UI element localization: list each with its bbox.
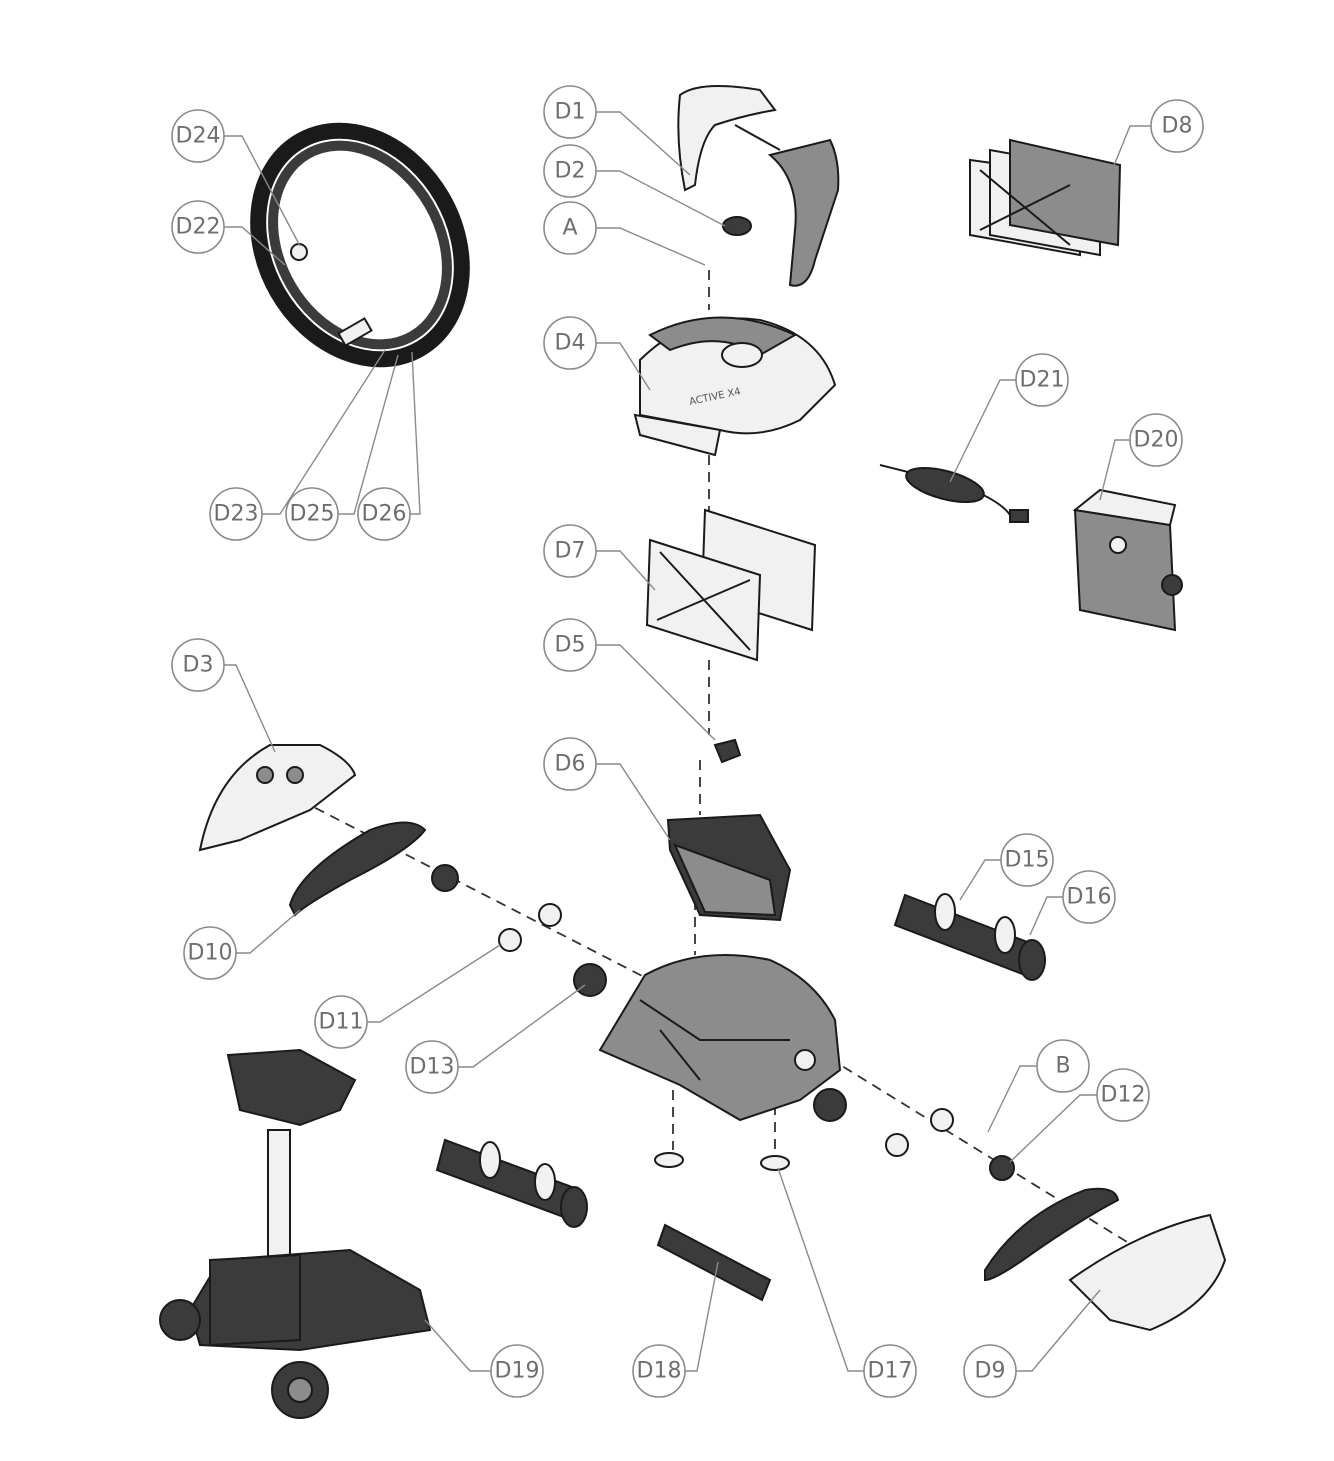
- svg-text:D17: D17: [868, 1359, 913, 1384]
- side-cover-right-part: [1068, 1213, 1227, 1332]
- svg-text:D22: D22: [176, 215, 221, 240]
- svg-text:D10: D10: [188, 941, 233, 966]
- svg-text:D1: D1: [555, 100, 586, 125]
- svg-text:D2: D2: [555, 159, 586, 184]
- impeller-part: [713, 738, 742, 764]
- svg-text:D7: D7: [555, 539, 586, 564]
- side-cover-left-part: [198, 744, 357, 852]
- svg-text:D3: D3: [183, 653, 214, 678]
- callout-D3: D3: [171, 638, 225, 692]
- wheels-bearings: [431, 864, 1015, 1181]
- brush-right-part: [893, 893, 1046, 981]
- track-left-part: [288, 821, 427, 917]
- svg-text:D15: D15: [1005, 848, 1050, 873]
- callout-D22: D22: [171, 200, 225, 254]
- svg-text:D26: D26: [362, 502, 407, 527]
- svg-text:D18: D18: [637, 1359, 682, 1384]
- svg-text:D4: D4: [555, 331, 586, 356]
- chassis-part: [598, 954, 842, 1122]
- svg-text:D12: D12: [1101, 1083, 1146, 1108]
- power-cable-part: [879, 464, 1029, 523]
- track-right-part: [984, 1187, 1120, 1282]
- leader-lines: [224, 111, 1151, 1372]
- svg-text:D8: D8: [1162, 114, 1193, 139]
- handle-part: [677, 85, 840, 287]
- svg-text:D13: D13: [410, 1055, 455, 1080]
- callout-D23: D23: [209, 487, 263, 541]
- callout-D2: D2: [543, 144, 597, 198]
- svg-text:D9: D9: [975, 1359, 1006, 1384]
- callout-D15: D15: [1000, 833, 1054, 887]
- svg-text:D23: D23: [214, 502, 259, 527]
- callout-D10: D10: [183, 926, 237, 980]
- svg-text:B: B: [1055, 1054, 1070, 1079]
- callout-D11: D11: [314, 995, 368, 1049]
- callout-D12: D12: [1096, 1068, 1150, 1122]
- callout-D13: D13: [405, 1040, 459, 1094]
- washers-part: [654, 1152, 790, 1171]
- callout-D9: D9: [963, 1344, 1017, 1398]
- callout-D4: D4: [543, 316, 597, 370]
- callout-D6: D6: [543, 737, 597, 791]
- callout-A: A: [543, 201, 597, 255]
- nut-part: [722, 216, 752, 236]
- power-supply-part: [1072, 488, 1183, 632]
- callout-D18: D18: [632, 1344, 686, 1398]
- svg-text:D19: D19: [495, 1359, 540, 1384]
- svg-text:A: A: [562, 216, 577, 241]
- callout-D20: D20: [1129, 413, 1183, 467]
- svg-text:D6: D6: [555, 752, 586, 777]
- svg-text:D11: D11: [319, 1010, 364, 1035]
- callout-D16: D16: [1062, 870, 1116, 924]
- svg-text:D20: D20: [1134, 428, 1179, 453]
- filter-panels-part: [969, 138, 1122, 257]
- callout-D21: D21: [1015, 353, 1069, 407]
- filter-pair-part: [645, 508, 817, 662]
- callout-D1: D1: [543, 85, 597, 139]
- comb-part: [656, 1223, 772, 1302]
- brush-left-part: [435, 1138, 588, 1228]
- callout-D26: D26: [357, 487, 411, 541]
- caddy-part: [159, 1048, 432, 1419]
- coiled-cable-part: [250, 122, 470, 368]
- callout-D17: D17: [863, 1344, 917, 1398]
- svg-text:D21: D21: [1020, 368, 1065, 393]
- assembly-axes: [299, 270, 1141, 1251]
- svg-text:D5: D5: [555, 633, 586, 658]
- svg-text:D24: D24: [176, 124, 221, 149]
- callout-D25: D25: [285, 487, 339, 541]
- pump-motor-part: [666, 813, 792, 922]
- callout-D5: D5: [543, 618, 597, 672]
- top-cover-part: ACTIVE X4: [633, 316, 837, 457]
- callout-D24: D24: [171, 109, 225, 163]
- callout-D8: D8: [1150, 99, 1204, 153]
- svg-text:D16: D16: [1067, 885, 1112, 910]
- callout-D19: D19: [490, 1344, 544, 1398]
- callout-D7: D7: [543, 524, 597, 578]
- svg-text:D25: D25: [290, 502, 335, 527]
- callout-B: B: [1036, 1039, 1090, 1093]
